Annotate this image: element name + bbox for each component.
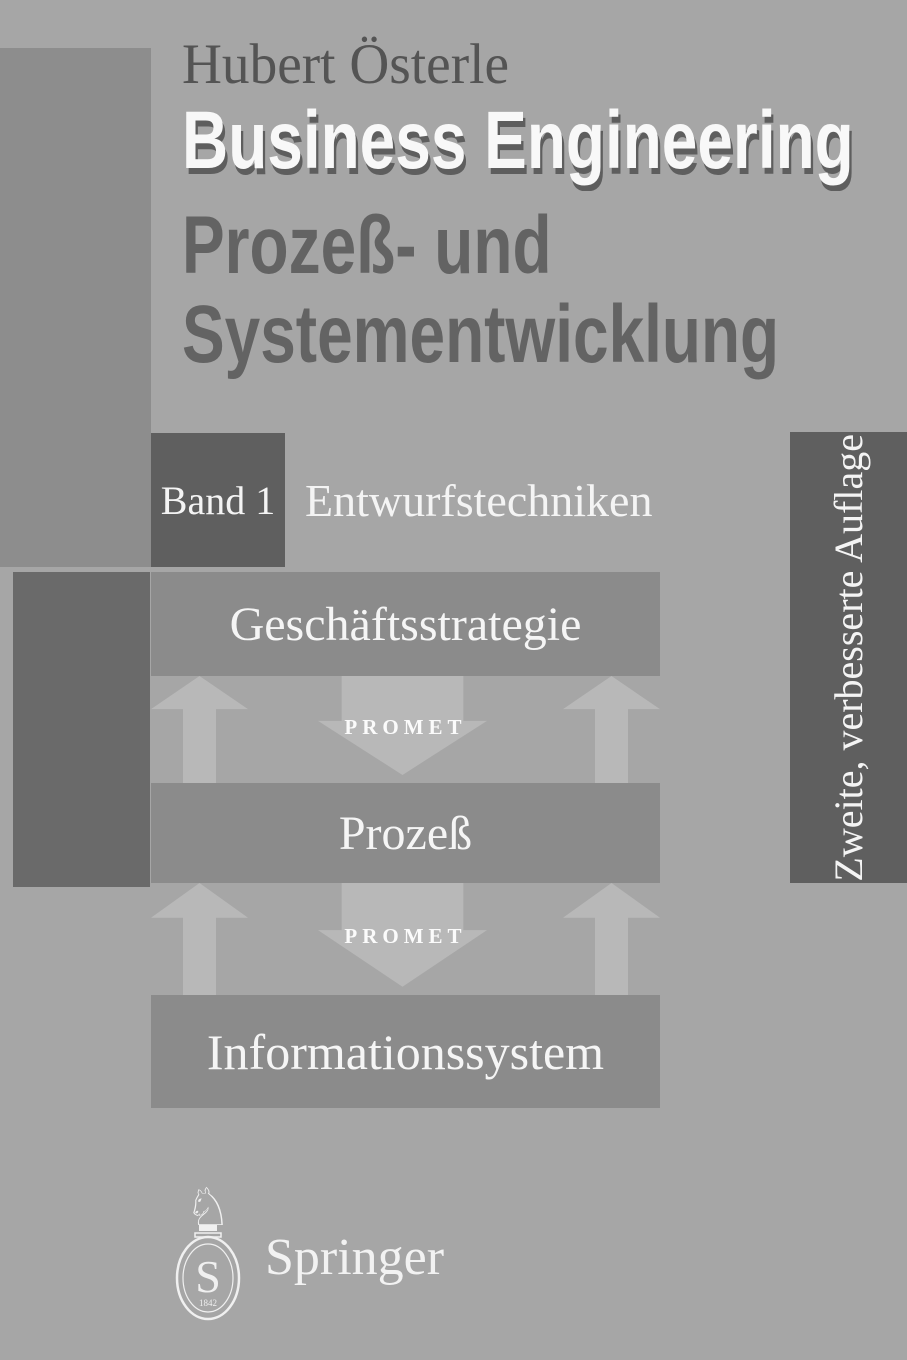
diagram-box-label: Geschäftsstrategie (229, 597, 582, 651)
emblem-year: 1842 (199, 1298, 217, 1308)
book-subtitle: Prozeß- und Systementwicklung (182, 201, 907, 379)
diagram-box-label: Prozeß (338, 806, 473, 860)
diagram-box-geschaeftsstrategie: Geschäftsstrategie (151, 572, 660, 676)
book-title: Business Engineering (182, 100, 907, 182)
volume-title-text: Entwurfstechniken (305, 474, 653, 526)
connector-label: PROMET (344, 714, 467, 739)
left-panel-top (0, 48, 151, 567)
emblem-oval-inner (182, 1243, 234, 1313)
subtitle-line-2: Systementwicklung (182, 289, 780, 380)
springer-emblem: ♘ S 1842 (175, 1178, 241, 1321)
subtitle-line-1: Prozeß- und (182, 200, 552, 291)
emblem-pedestal (199, 1225, 217, 1231)
publisher-name: Springer (265, 1229, 445, 1286)
author-name: Hubert Österle (182, 36, 519, 93)
author-name-text: Hubert Österle (182, 33, 510, 96)
diagram-connector-2: PROMET (151, 883, 660, 995)
emblem-oval-outer (175, 1235, 241, 1321)
edition-note: Zweite, verbesserte Auflage (826, 433, 871, 882)
volume-label: Band 1 (160, 477, 276, 523)
book-title-text: Business Engineering (182, 95, 854, 186)
emblem-monogram: S (195, 1251, 221, 1302)
diagram-box-informationssystem: Informationssystem (151, 995, 660, 1108)
left-panel-bottom (13, 572, 150, 887)
edition-box: Zweite, verbesserte Auflage (790, 432, 907, 883)
volume-label-box: Band 1 (151, 433, 285, 567)
diagram-connector-1: PROMET (151, 676, 660, 783)
volume-title: Entwurfstechniken (305, 433, 652, 567)
connector-label: PROMET (344, 924, 467, 948)
diagram-box-prozess: Prozeß (151, 783, 660, 883)
diagram-box-label: Informationssystem (206, 1023, 605, 1080)
